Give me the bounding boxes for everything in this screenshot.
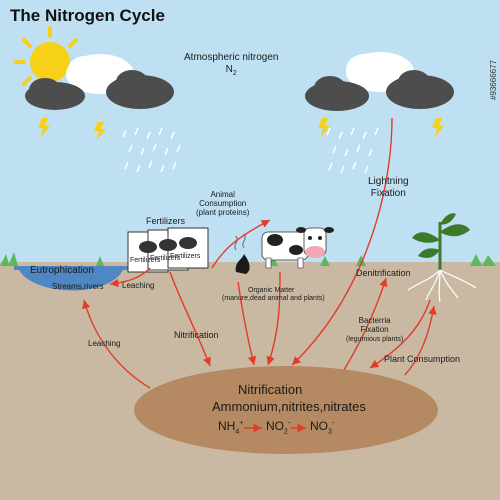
nitrogen-soil-pool xyxy=(134,366,438,454)
atmosphere-formula-sub: 2 xyxy=(232,69,237,77)
denitrification-label: Denitrification xyxy=(356,268,411,278)
sun-icon xyxy=(14,26,78,86)
plant-icon xyxy=(412,213,470,270)
fertilizer-bag-label-2: Fertilizers xyxy=(150,255,181,262)
plant-consumption-label: Plant Consumption xyxy=(384,354,461,364)
organic-matter-line1: Organic Matter xyxy=(248,287,295,294)
bacteria-fixation-label: Bacterria Fixation (legumious plants) xyxy=(346,316,403,344)
arrow-leaching xyxy=(82,299,151,389)
leaching-top-label: Leaching xyxy=(122,281,155,290)
arrow-bacteria-fixation xyxy=(369,299,431,369)
organic-matter-line2: (manure,dead animal and plants) xyxy=(222,295,325,303)
fertilizer-bag-label-3: Fertilizers xyxy=(170,253,201,260)
nitrate-formula: NO3- xyxy=(310,419,335,436)
ammonium-nh: NH xyxy=(218,419,236,433)
right-rain xyxy=(326,127,379,174)
cycle-arrows xyxy=(82,117,437,389)
water-body xyxy=(14,266,128,291)
arrow-fertilizer-to-pool xyxy=(169,271,211,367)
arrow-denitrification xyxy=(343,277,388,371)
ammonium-sup: + xyxy=(239,420,244,427)
nitrite-formula: NO2- xyxy=(266,419,291,436)
animal-consumption-line3: (plant proteins) xyxy=(196,208,250,218)
animal-consumption-label: Animal Consumption (plant proteins) xyxy=(196,190,249,218)
arrow-organic-to-pool xyxy=(237,281,257,366)
atmosphere-text: Atmospheric nitrogen xyxy=(184,52,279,63)
left-rain xyxy=(122,127,181,173)
lightning-fixation-label: Lightning Fixation xyxy=(368,176,409,199)
arrow-lightning-fixation xyxy=(291,117,393,366)
lightning-fixation-line1: Lightning xyxy=(368,176,409,187)
nitrate-no: NO xyxy=(310,419,328,433)
plant-roots xyxy=(407,269,477,303)
arrow-plant-consumption xyxy=(404,305,437,376)
nitrite-no: NO xyxy=(266,419,284,433)
stock-id: #93666677 xyxy=(489,60,498,101)
nitrate-sup: - xyxy=(331,420,335,427)
arrow-animal-to-pool xyxy=(266,271,281,366)
bacteria-fixation-line1: Bacterria xyxy=(358,316,391,325)
right-lightning-icon xyxy=(318,118,444,138)
arrow-plant-to-animal xyxy=(211,219,271,269)
right-cloud-icon xyxy=(305,52,454,111)
organic-matter-label: Organic Matter (manure,dead animal and p… xyxy=(222,287,325,303)
eutrophication-label: Eutrophication xyxy=(30,265,94,276)
nitrite-sup: - xyxy=(287,420,291,427)
atmosphere-formula: N xyxy=(225,63,233,75)
arrow-leaching-top xyxy=(109,267,151,288)
bacteria-fixation-line2: Fixation xyxy=(360,325,389,335)
page-title: The Nitrogen Cycle xyxy=(10,6,165,25)
fertilizers-label: Fertilizers xyxy=(146,216,186,226)
eutrophication-sublabel: Streams,rivers xyxy=(52,282,104,291)
animal-consumption-line2: Consumption xyxy=(199,199,247,209)
ammonium-formula: NH4+ xyxy=(218,419,244,436)
fertilizer-bags-icon xyxy=(127,227,209,273)
left-lightning-icon xyxy=(38,118,106,140)
leaching-left-label: Leaching xyxy=(88,339,121,348)
atmosphere-label: Atmospheric nitrogen N2 xyxy=(184,52,279,78)
bacteria-fixation-line3: (legumious plants) xyxy=(346,336,404,344)
nitrification-mid-label: Nitrification xyxy=(174,330,219,340)
cow-icon xyxy=(261,227,334,269)
left-cloud-icon xyxy=(25,54,174,110)
soil-pool-title: Nitrification xyxy=(238,382,303,397)
nitrate-sub: 3 xyxy=(328,428,332,436)
fertilizer-bag-label-1: Fertilizers xyxy=(130,257,161,264)
soil-pool-subtitle: Ammonium,nitrites,nitrates xyxy=(212,399,366,414)
nitrite-sub: 2 xyxy=(284,428,288,436)
animal-consumption-line1: Animal xyxy=(210,190,235,199)
ammonium-sub: 4 xyxy=(235,428,240,436)
lightning-fixation-line2: Fixation xyxy=(370,187,406,199)
sky xyxy=(0,0,500,268)
